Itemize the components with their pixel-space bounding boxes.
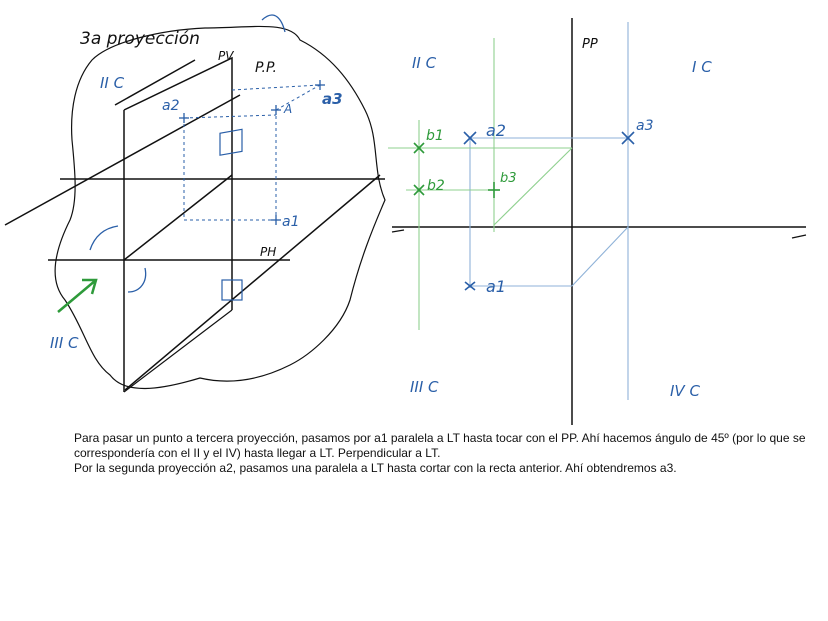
label-b3: b3	[500, 171, 517, 186]
label-b1: b1	[426, 128, 444, 144]
rotation-arrow-icon	[89, 225, 119, 251]
projection-lines	[183, 84, 321, 221]
blue-construction	[469, 22, 629, 400]
caption-line-1: Para pasar un punto a tercera proyección…	[74, 431, 806, 460]
lt-end-mark	[791, 234, 807, 239]
green-point-markers	[413, 142, 500, 198]
label-quadrant-ii: II C	[412, 54, 437, 72]
left-sketch: 3a proyección PV P.P. PH A a1 a2 a3 II C…	[4, 14, 386, 393]
ph-diagonal-low	[123, 309, 233, 393]
plane-top-edge	[114, 59, 196, 106]
face-icon	[219, 128, 243, 156]
label-quadrant-iv: IV C	[670, 382, 700, 400]
label-pp: PP	[582, 37, 598, 52]
sketch-outline	[54, 25, 386, 390]
label-point-a: A	[283, 102, 292, 116]
sketch-title: 3a proyección	[80, 29, 200, 49]
label-quadrant-iii: III C	[50, 334, 79, 352]
label-a2: a2	[162, 98, 180, 114]
lt-end-mark	[391, 229, 405, 233]
label-quadrant-ii: II C	[100, 74, 125, 92]
label-a1: a1	[486, 277, 506, 296]
ph-diagonal-mid	[123, 174, 233, 261]
viewpoint-arrow-icon	[57, 278, 98, 313]
point-markers	[463, 131, 635, 291]
sketch-markers	[179, 80, 325, 225]
label-a2: a2	[486, 121, 506, 140]
explanation-text: Para pasar un punto a tercera proyección…	[74, 431, 814, 476]
label-pv: PV	[218, 49, 234, 63]
label-b2: b2	[427, 178, 445, 194]
ph-diagonal-right	[124, 174, 381, 391]
plane-pv	[123, 56, 233, 392]
label-ph: PH	[260, 245, 276, 259]
label-a1: a1	[282, 214, 300, 230]
face-icon	[221, 279, 243, 301]
label-a3: a3	[636, 118, 654, 134]
label-a3: a3	[322, 90, 343, 108]
ph-diagonal-left	[4, 94, 241, 226]
caption-line-2: Por la segunda proyección a2, pasamos un…	[74, 461, 677, 475]
curl-arrow-icon	[261, 14, 286, 33]
rotation-arrow-icon	[127, 267, 147, 293]
label-quadrant-i: I C	[692, 58, 712, 76]
label-quadrant-iii: III C	[410, 378, 439, 396]
right-diagram: PP I C II C III C IV C a2 a3 a1 b1 b2 b3	[388, 18, 807, 425]
label-pp: P.P.	[255, 60, 277, 76]
